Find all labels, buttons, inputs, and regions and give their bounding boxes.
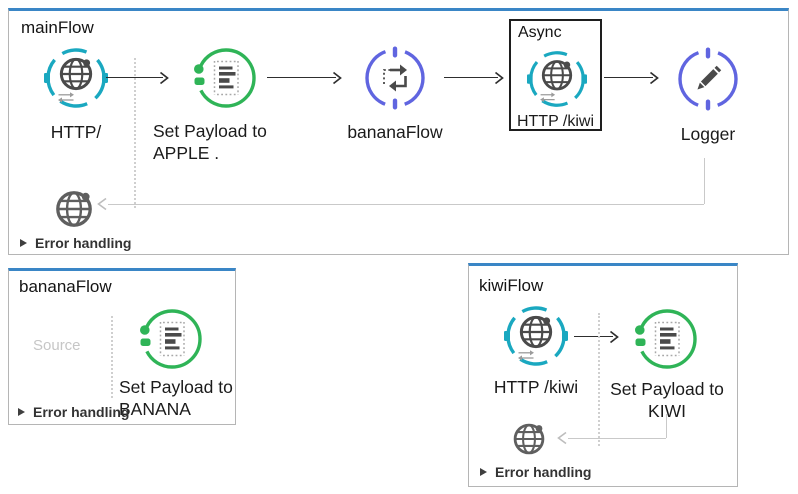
error-handling-label: Error handling	[495, 464, 592, 480]
response-line	[666, 414, 667, 438]
set-payload-node[interactable]	[635, 307, 699, 371]
http-listener-node[interactable]	[44, 46, 108, 110]
error-handling-label: Error handling	[33, 404, 130, 420]
arrowhead-icon	[649, 71, 659, 85]
set-payload-icon	[194, 46, 258, 110]
node-label-http: HTTP/	[50, 122, 102, 142]
async-scope-title: Async	[518, 24, 562, 41]
set-payload-icon	[140, 307, 204, 371]
flow-container-mainflow[interactable]: mainFlow HTTP/ Set Payload to APPLE . ba…	[8, 8, 789, 255]
set-payload-icon	[635, 307, 699, 371]
node-label-http: HTTP /kiwi	[493, 377, 579, 397]
set-payload-node[interactable]	[140, 307, 204, 371]
node-label-set-payload: Set Payload to BANANA	[119, 377, 233, 420]
flow-reference-node[interactable]	[363, 46, 427, 110]
flow-container-bananaflow[interactable]: bananaFlow Source Set Payload to BANANA …	[8, 268, 236, 425]
response-arrowhead-icon	[96, 197, 108, 211]
flow-arrow	[444, 71, 504, 85]
http-listener-icon	[504, 304, 568, 368]
arrowhead-icon	[159, 71, 169, 85]
error-handling-toggle[interactable]: Error handling	[480, 464, 591, 480]
flow-arrow	[106, 71, 169, 85]
error-handling-toggle[interactable]: Error handling	[20, 235, 131, 251]
flow-container-kiwiflow[interactable]: kiwiFlow HTTP /kiwi Set Payload to KIWI …	[468, 263, 738, 487]
expand-triangle-icon	[18, 408, 25, 416]
node-label-set-payload: Set Payload to KIWI	[610, 379, 724, 422]
flow-reference-icon	[363, 46, 427, 110]
source-separator-line	[111, 316, 113, 398]
flow-title: bananaFlow	[19, 277, 112, 296]
http-listener-node[interactable]	[504, 304, 568, 368]
http-listener-icon	[44, 46, 108, 110]
arrowhead-icon	[332, 71, 342, 85]
http-request-node[interactable]	[527, 49, 587, 109]
expand-triangle-icon	[480, 468, 487, 476]
response-line	[704, 158, 705, 204]
logger-node[interactable]	[676, 47, 740, 111]
response-arrowhead-icon	[556, 431, 568, 445]
async-scope[interactable]: Async HTTP /kiwi	[509, 19, 602, 131]
response-line	[568, 438, 666, 439]
source-placeholder-label: Source	[33, 337, 81, 354]
node-label-logger: Logger	[680, 124, 736, 144]
source-separator-line	[598, 313, 600, 446]
http-request-icon	[527, 49, 587, 109]
arrowhead-icon	[609, 330, 619, 344]
flow-arrow	[574, 330, 619, 344]
flow-arrow	[267, 71, 342, 85]
http-response-globe-icon[interactable]	[511, 421, 547, 457]
node-label-set-payload: Set Payload to APPLE .	[153, 121, 267, 164]
node-label-flow-reference: bananaFlow	[347, 122, 443, 142]
set-payload-node[interactable]	[194, 46, 258, 110]
error-handling-label: Error handling	[35, 235, 132, 251]
flow-arrow	[604, 71, 659, 85]
node-label-http-request: HTTP /kiwi	[516, 113, 595, 130]
response-line	[108, 204, 704, 205]
source-separator-line	[134, 58, 136, 208]
flow-title: mainFlow	[21, 18, 94, 37]
expand-triangle-icon	[20, 239, 27, 247]
logger-icon	[676, 47, 740, 111]
http-response-globe-icon[interactable]	[53, 188, 95, 230]
error-handling-toggle[interactable]: Error handling	[18, 404, 129, 420]
flow-title: kiwiFlow	[479, 276, 544, 295]
arrowhead-icon	[494, 71, 504, 85]
